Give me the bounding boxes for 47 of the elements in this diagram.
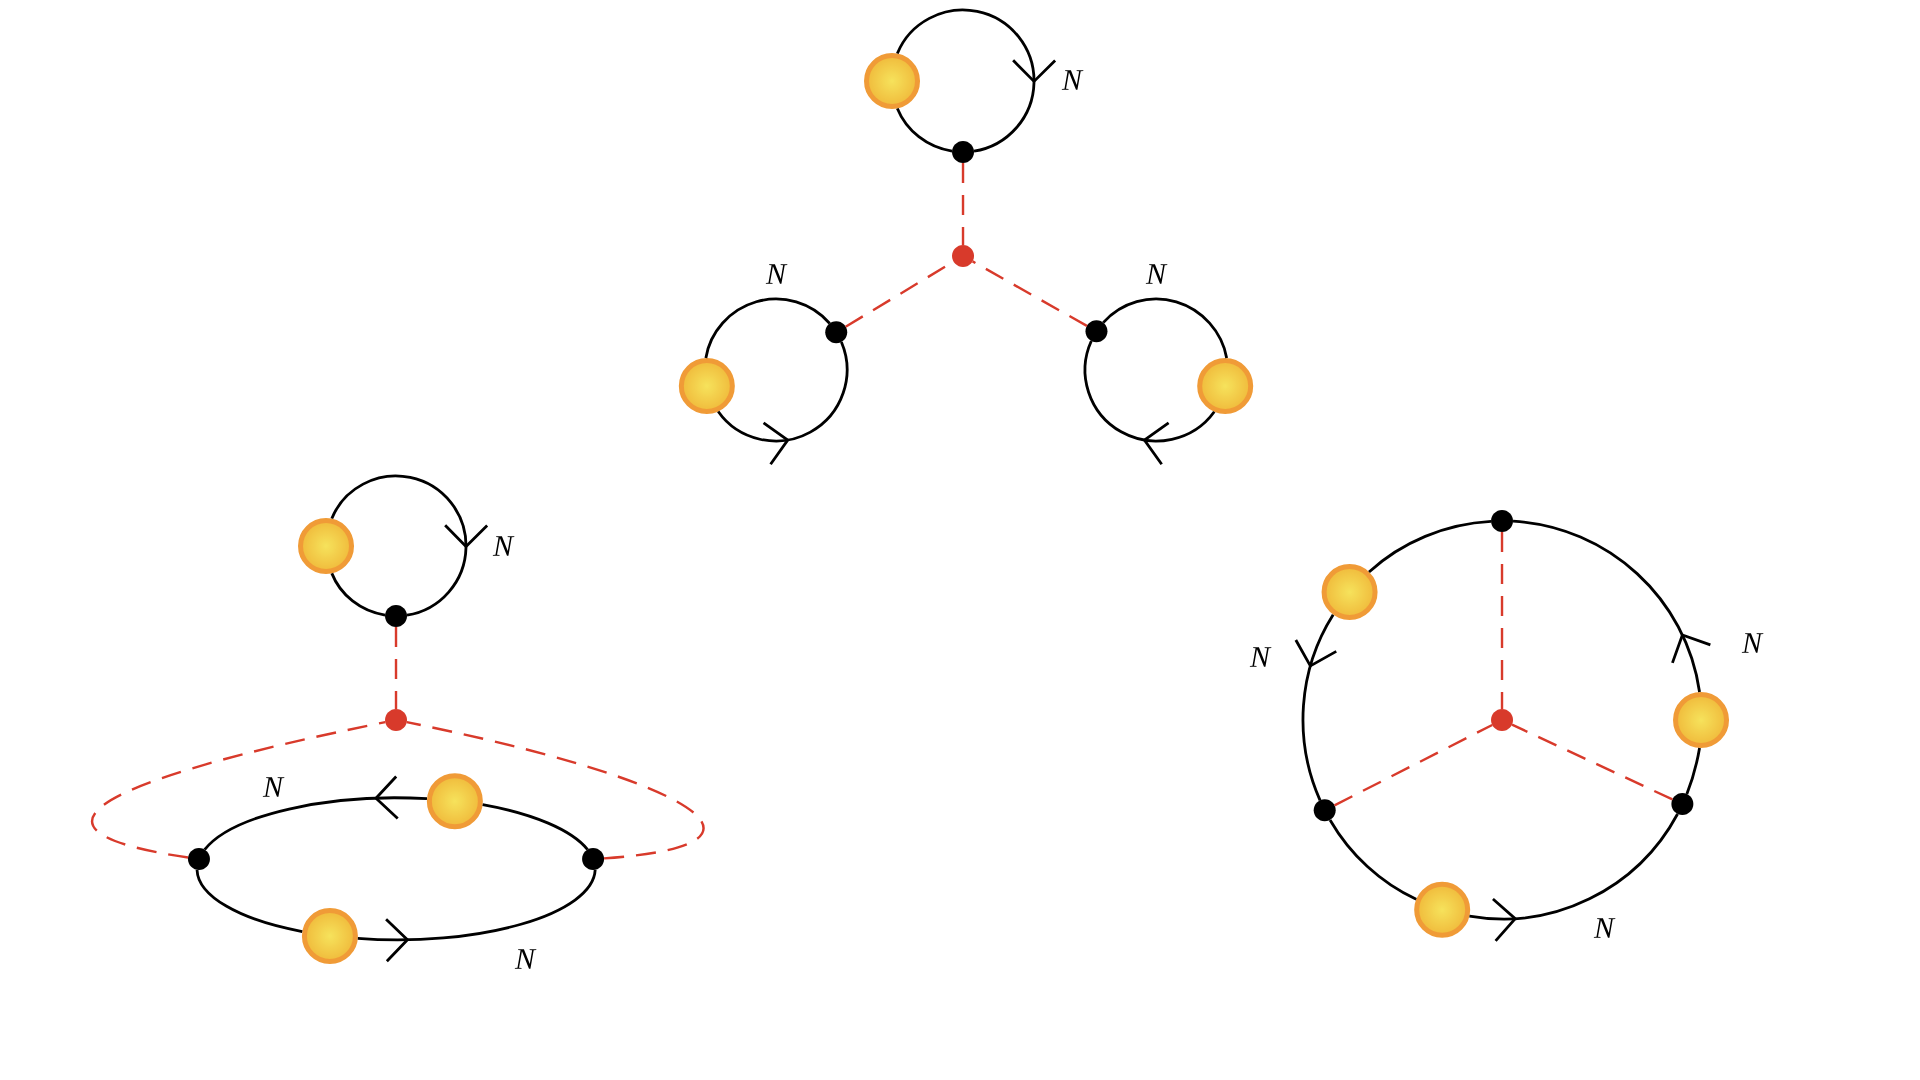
arc-line (1368, 519, 1492, 573)
ball (1414, 881, 1471, 938)
dashed-line (961, 163, 965, 245)
arc-line (896, 107, 953, 153)
vertex-dot (187, 848, 210, 871)
edge-label: N (262, 777, 285, 797)
vertex-dot (582, 848, 605, 871)
edge-label: N (1145, 264, 1168, 284)
ball (678, 357, 735, 414)
dashed-curve (406, 721, 704, 860)
vertex-dot (385, 605, 407, 627)
vertex-dot (1313, 799, 1336, 822)
arc-line (482, 803, 589, 851)
arc-line (195, 869, 303, 933)
arc-line (704, 297, 831, 359)
dashed-curve (91, 721, 386, 859)
arc-line (1328, 819, 1417, 901)
ball (1321, 564, 1378, 621)
arc-line (330, 572, 386, 617)
vertex-dot (952, 245, 974, 267)
vertex-dot (1085, 320, 1108, 343)
dashed-line (394, 627, 398, 709)
edge-label: N (765, 264, 788, 284)
vertex-dot (1491, 709, 1513, 731)
arc-line (1102, 297, 1229, 359)
arc-line (1685, 747, 1701, 795)
vertex-dot (385, 709, 407, 731)
dashed-line (1333, 723, 1493, 807)
dashed-line (972, 260, 1088, 327)
ball (1197, 357, 1254, 414)
ball (1673, 692, 1729, 748)
vertex-dot (1671, 793, 1694, 816)
edge-label: N (492, 536, 515, 556)
ball (298, 518, 354, 574)
edge-label: N (514, 949, 537, 969)
dashed-line (1511, 723, 1673, 801)
vertex-dot (952, 141, 974, 163)
ball (426, 773, 483, 830)
edge-label: N (1741, 633, 1764, 653)
edge-label: N (1249, 647, 1272, 667)
ball (301, 907, 358, 964)
vertex-dot (825, 321, 848, 344)
dashed-line (1500, 532, 1504, 709)
edge-label: N (1593, 918, 1616, 938)
edge-label: N (1061, 70, 1084, 90)
vertex-dot (1491, 510, 1513, 532)
ball (864, 53, 920, 109)
